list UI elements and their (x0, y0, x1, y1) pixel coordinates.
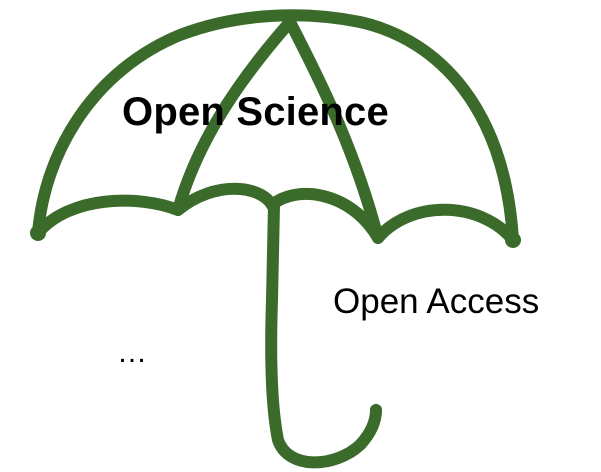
ellipsis-label: … (117, 336, 147, 369)
umbrella-canopy (32, 9, 519, 246)
open-access-label: Open Access (333, 282, 540, 321)
umbrella-handle (265, 199, 382, 469)
umbrella-rib-right (284, 16, 384, 244)
open-science-label: Open Science (122, 90, 389, 134)
umbrella-rib-left (172, 16, 296, 216)
